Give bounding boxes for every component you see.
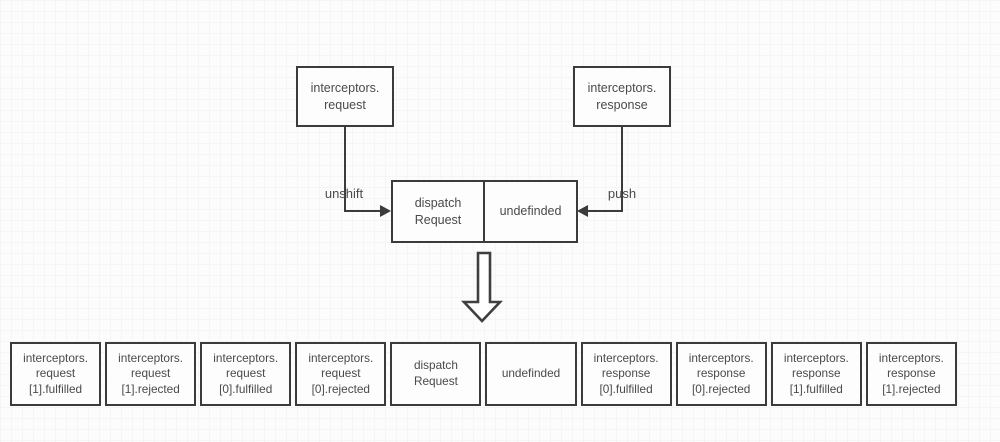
node-interceptors-request-label: interceptors. request: [310, 81, 380, 112]
connector-request-vertical: [344, 127, 346, 212]
node-interceptors-response-label: interceptors. response: [587, 81, 657, 112]
unshift-arrowhead-icon: [380, 205, 391, 217]
queue-cell-request-0-fulfilled: interceptors. request [0].fulfilled: [200, 342, 292, 406]
queue-cell-label: undefinded: [501, 366, 561, 381]
dispatch-request-label: dispatch Request: [414, 196, 462, 227]
edge-label-push: push: [607, 186, 637, 201]
queue-cell-label: dispatch Request: [413, 358, 458, 388]
queue-cell-response-1-rejected: interceptors. response [1].rejected: [865, 342, 957, 406]
undefinded-cell: undefinded: [485, 182, 576, 241]
queue-cell-undefinded: undefinded: [485, 342, 577, 406]
queue-cell-response-0-fulfilled: interceptors. response [0].fulfilled: [580, 342, 672, 406]
connector-request-horizontal: [344, 210, 382, 212]
interceptor-queue-row: interceptors. request [1].fulfilled inte…: [10, 342, 957, 406]
queue-cell-response-1-fulfilled: interceptors. response [1].fulfilled: [770, 342, 862, 406]
connector-response-horizontal: [587, 210, 623, 212]
queue-cell-response-0-rejected: interceptors. response [0].rejected: [675, 342, 767, 406]
queue-cell-request-0-rejected: interceptors. request [0].rejected: [295, 342, 387, 406]
queue-cell-request-1-fulfilled: interceptors. request [1].fulfilled: [10, 342, 102, 406]
connector-response-vertical: [621, 127, 623, 212]
queue-cell-label: interceptors. response [1].rejected: [878, 350, 944, 396]
edge-label-unshift: unshift: [324, 186, 364, 201]
queue-cell-label: interceptors. response [1].fulfilled: [783, 350, 849, 396]
queue-cell-label: interceptors. request [1].rejected: [118, 350, 184, 396]
node-interceptors-request: interceptors. request: [296, 66, 394, 127]
push-arrowhead-icon: [577, 205, 588, 217]
node-dispatch-undefinded: dispatch Request undefinded: [391, 180, 578, 243]
big-down-arrow-icon: [460, 251, 504, 323]
queue-cell-dispatch-request: dispatch Request: [390, 342, 482, 406]
queue-cell-label: interceptors. request [1].fulfilled: [23, 350, 88, 396]
node-interceptors-response: interceptors. response: [573, 66, 671, 127]
queue-cell-label: interceptors. request [0].fulfilled: [213, 350, 279, 396]
dispatch-request-cell: dispatch Request: [393, 182, 485, 241]
queue-cell-request-1-rejected: interceptors. request [1].rejected: [105, 342, 197, 406]
undefinded-label: undefinded: [499, 204, 562, 219]
queue-cell-label: interceptors. request [0].rejected: [308, 350, 374, 396]
queue-cell-label: interceptors. response [0].rejected: [688, 350, 754, 396]
queue-cell-label: interceptors. response [0].fulfilled: [593, 350, 659, 396]
